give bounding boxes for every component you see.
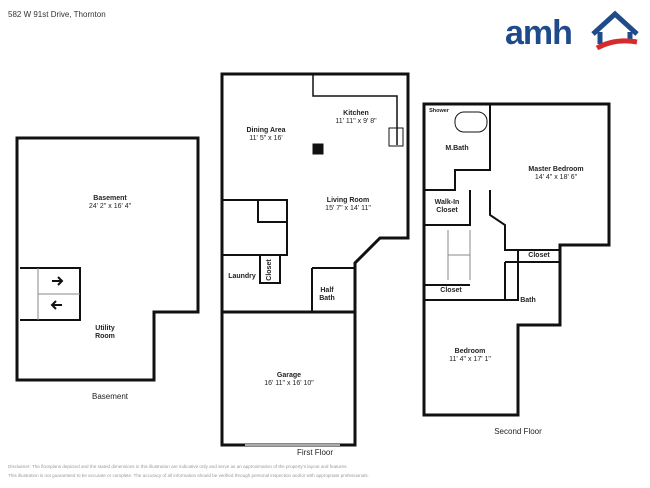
- property-address: 582 W 91st Drive, Thornton: [8, 10, 106, 19]
- room-closet-hall: Closet: [440, 287, 462, 294]
- room-walkin-closet: Walk-In Closet: [434, 199, 460, 215]
- disclaimer-line-2: This illustration is not guaranteed to b…: [8, 473, 369, 478]
- first-floor-plan: [220, 72, 410, 447]
- room-mbath: M.Bath: [445, 145, 469, 152]
- caption-basement: Basement: [91, 392, 129, 401]
- room-closet-master: Closet: [528, 252, 550, 259]
- room-bath: Bath: [520, 297, 536, 304]
- basement-plan: [15, 136, 200, 382]
- amh-logo: amh: [505, 8, 645, 54]
- room-laundry: Laundry: [228, 273, 256, 280]
- caption-second-floor: Second Floor: [494, 427, 542, 436]
- room-half-bath: Half Bath: [319, 287, 335, 303]
- second-floor-plan: [422, 102, 611, 417]
- disclaimer-line-1: Disclaimer: The floorplans depicted and …: [8, 464, 348, 469]
- logo-text: amh: [505, 14, 573, 52]
- room-shower: Shower: [429, 108, 449, 114]
- room-utility: Utility Room: [95, 325, 115, 341]
- house-logo-icon: [591, 10, 639, 51]
- caption-first-floor: First Floor: [297, 448, 333, 457]
- room-closet-first: Closet: [265, 259, 273, 281]
